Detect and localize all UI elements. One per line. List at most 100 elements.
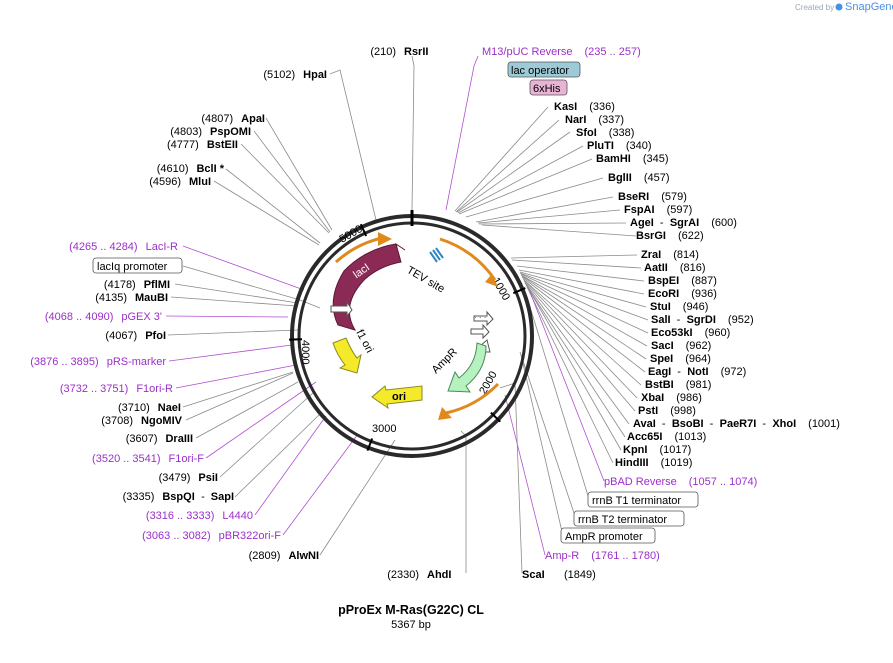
site-position: (3876 .. 3895)	[30, 356, 99, 368]
site-label-saci[interactable]: SacI(962)	[651, 340, 711, 352]
site-position: (337)	[598, 114, 624, 126]
site-position: (946)	[683, 301, 709, 313]
site-name: pBAD Reverse	[604, 476, 677, 488]
site-label-psti[interactable]: PstI(998)	[638, 405, 696, 417]
site-label-alwni[interactable]: AlwNI(2809)	[249, 550, 319, 562]
site-label-bcli-[interactable]: BclI *(4610)	[157, 163, 225, 175]
site-label-agei[interactable]: AgeI-SgrAI(600)	[630, 217, 737, 229]
snapgene-logo-icon	[835, 3, 843, 11]
site-label-fspai[interactable]: FspAI (597)	[624, 204, 692, 216]
site-name: KpnI	[623, 444, 647, 456]
site-label-ecori[interactable]: EcoRI(936)	[648, 288, 717, 300]
laciq-promoter-arrow[interactable]	[330, 300, 353, 318]
site-separator: -	[662, 418, 666, 430]
site-label-ngomiv[interactable]: NgoMIV(3708)	[101, 415, 182, 427]
site-label-bsteii[interactable]: BstEII(4777)	[167, 139, 238, 151]
site-label-mlui[interactable]: MluI(4596)	[149, 176, 211, 188]
f1-ori-feature-arrow[interactable]	[332, 337, 362, 374]
feature-box-ampr-promoter[interactable]: AmpR promoter	[560, 527, 656, 544]
site-position: (3520 .. 3541)	[92, 453, 161, 465]
site-label-scai[interactable]: ScaI(1849)	[522, 569, 596, 581]
site-name: PluTI	[587, 140, 614, 152]
site-label-pspomi[interactable]: PspOMI(4803)	[170, 126, 251, 138]
site-label-bspei[interactable]: BspEI(887)	[648, 275, 717, 287]
site-label-bamhi[interactable]: BamHI(345)	[596, 153, 669, 165]
site-label-bseri[interactable]: BseRI(579)	[618, 191, 687, 203]
site-label-pbad-reverse[interactable]: pBAD Reverse(1057 .. 1074)	[604, 476, 757, 488]
site-label-hpai[interactable]: HpaI(5102)	[263, 69, 327, 81]
site-label-pflmi[interactable]: PflMI(4178)	[104, 279, 170, 291]
site-label-xbai[interactable]: XbaI(986)	[641, 392, 702, 404]
site-label-bstbi[interactable]: BstBI(981)	[645, 379, 711, 391]
site-name: Eco53kI	[651, 327, 693, 339]
site-label-bspqi[interactable]: SapI-BspQI(3335)	[123, 491, 234, 503]
site-name: F1ori-F	[169, 453, 205, 465]
site-name: BseRI	[618, 191, 649, 203]
site-position: (338)	[609, 127, 635, 139]
site-name: EagI	[648, 366, 671, 378]
site-label-zrai[interactable]: ZraI(814)	[641, 249, 699, 261]
site-label-sali[interactable]: SalI-SgrDI(952)	[651, 314, 754, 326]
site-label-apai[interactable]: ApaI(4807)	[201, 113, 265, 125]
site-label-psii[interactable]: PsiI(3479)	[159, 472, 218, 484]
ampr-feature-arrow[interactable]	[447, 342, 487, 393]
site-label-l4440[interactable]: L4440(3316 .. 3333)	[146, 510, 253, 522]
ori-feature-arrow[interactable]	[371, 385, 423, 410]
site-label-f1ori-r[interactable]: F1ori-R(3732 .. 3751)	[60, 383, 173, 395]
site-label-eagi[interactable]: EagI-NotI(972)	[648, 366, 746, 378]
site-name: LacI-R	[146, 241, 178, 253]
site-name: SalI	[651, 314, 671, 326]
site-label-bsrgi[interactable]: BsrGI(622)	[636, 230, 704, 242]
site-name: FspAI	[624, 204, 655, 216]
site-name: DraIII	[165, 433, 193, 445]
site-label-avai[interactable]: AvaI-BsoBI-PaeR7I-XhoI(1001)	[633, 418, 840, 430]
tev-site-marker[interactable]	[429, 247, 444, 263]
site-label-spei[interactable]: SpeI(964)	[650, 353, 711, 365]
tick-mark	[512, 287, 526, 295]
site-label-rsrii[interactable]: (210)RsrII	[370, 46, 428, 58]
site-label-maubi[interactable]: MauBI(4135)	[95, 292, 168, 304]
site-label-m13-puc-reverse[interactable]: M13/pUC Reverse (235 .. 257)	[482, 46, 641, 58]
feature-box-lac-operator[interactable]: lac operator	[507, 61, 581, 78]
feature-box-laciq-promoter[interactable]: lacIq promoter	[92, 257, 183, 274]
site-label-laci-r[interactable]: LacI-R(4265 .. 4284)	[69, 241, 178, 253]
site-label-nari[interactable]: NarI(337)	[565, 114, 624, 126]
site-label-amp-r[interactable]: Amp-R(1761 .. 1780)	[545, 550, 660, 562]
site-label-hindiii[interactable]: HindIII(1019)	[615, 457, 692, 469]
site-name: L4440	[222, 510, 253, 522]
site-label-bglii[interactable]: BglII(457)	[608, 172, 670, 184]
feature-box-6xhis[interactable]: 6xHis	[529, 79, 568, 96]
site-label-ahdi[interactable]: (2330)AhdI	[387, 569, 451, 581]
site-label-prs-marker[interactable]: pRS-marker(3876 .. 3895)	[30, 356, 166, 368]
site-label-acc65i[interactable]: Acc65I(1013)	[627, 431, 706, 443]
site-label-aatii[interactable]: AatII(816)	[644, 262, 706, 274]
laci-feature-arrow[interactable]	[332, 242, 406, 331]
site-label-pfoi[interactable]: PfoI(4067)	[105, 330, 166, 342]
site-label-pgex-3-[interactable]: pGEX 3'(4068 .. 4090)	[45, 311, 162, 323]
rrnb-arrow-1[interactable]	[473, 310, 494, 327]
feature-box-rrnb-t2[interactable]: rrnB T2 terminator	[573, 510, 685, 527]
site-position: (597)	[667, 204, 693, 216]
site-label-naei[interactable]: NaeI(3710)	[118, 402, 181, 414]
site-label-kasi[interactable]: KasI(336)	[554, 101, 615, 113]
site-name: XhoI	[772, 418, 796, 430]
site-position: (235 .. 257)	[584, 46, 640, 58]
right-site-labels: (210)RsrII M13/pUC Reverse (235 .. 257) Kas…	[370, 46, 840, 581]
rrnb-arrow-2[interactable]	[470, 323, 490, 340]
site-label-sfoi[interactable]: SfoI(338)	[576, 127, 634, 139]
site-name: pGEX 3'	[121, 311, 162, 323]
site-label-pluti[interactable]: PluTI(340)	[587, 140, 652, 152]
site-label-eco53ki[interactable]: Eco53kI(960)	[651, 327, 730, 339]
feature-box-rrnb-t1[interactable]: rrnB T1 terminator	[587, 491, 699, 508]
site-label-draiii[interactable]: DraIII(3607)	[126, 433, 193, 445]
site-label-f1ori-f[interactable]: F1ori-F (3520 .. 3541)	[92, 453, 204, 465]
site-label-pbr322ori-f[interactable]: pBR322ori-F(3063 .. 3082)	[142, 530, 281, 542]
site-label-stui[interactable]: StuI(946)	[650, 301, 708, 313]
tick-label: 4000	[299, 340, 311, 364]
site-name: M13/pUC Reverse	[482, 46, 572, 58]
site-label-kpni[interactable]: KpnI(1017)	[623, 444, 691, 456]
tick-mark	[490, 411, 501, 423]
site-name: BstEII	[207, 139, 238, 151]
site-name: EcoRI	[648, 288, 679, 300]
